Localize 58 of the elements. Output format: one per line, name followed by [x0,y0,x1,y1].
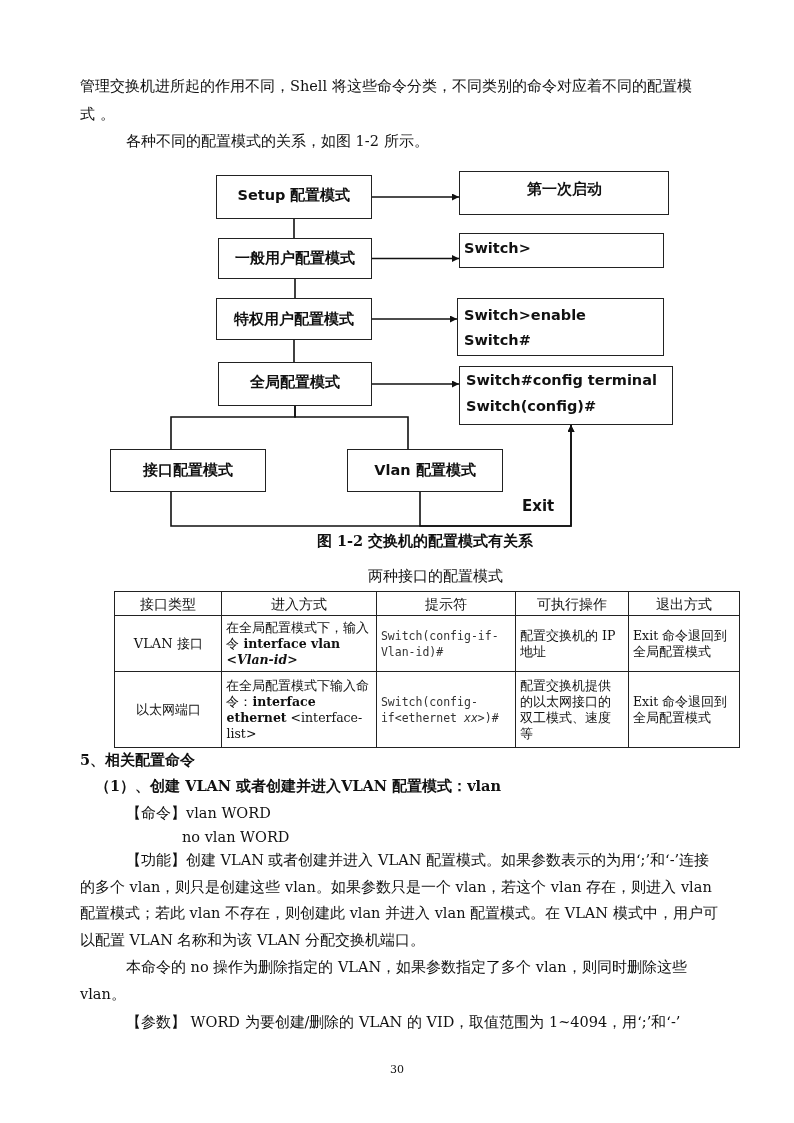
section-heading: 5、相关配置命令 [80,750,197,770]
node-text: Switch> [464,240,531,256]
table-cell: 在全局配置模式下输入命令：interface ethernet <interface-list> [221,671,377,748]
arrow [371,380,460,388]
process-box [459,233,664,268]
node-text: Vlan 配置模式 [373,461,477,480]
process-box [216,175,372,219]
node-text: 一般用户配置模式 [234,249,356,268]
table-cell: Exit 命令退回到全局配置模式 [628,615,740,672]
table-header-cell: 可执行操作 [515,591,629,616]
arrow [371,315,458,323]
table-title: 两种接口的配置模式 [366,567,504,586]
table-cell: VLAN 接口 [114,615,222,672]
connector-line [293,218,295,239]
table-cell: 配置交换机的 IP 地址 [515,615,629,672]
node-text: 接口配置模式 [142,461,234,480]
node-text: Setup 配置模式 [236,186,352,205]
paragraph: 管理交换机进所起的作用不同，Shell 将这些命令分类，不同类别的命令对应着不同的配置模式 。 [80,77,693,124]
process-box [110,449,266,492]
node-text: Switch# [464,332,531,348]
table-cell: 以太网端口 [114,671,222,748]
node-text: Switch>enable [464,307,586,323]
process-box [216,298,372,340]
paragraph: 各种不同的配置模式的关系，如图 1-2 所示。 [125,132,430,151]
paragraph: 【参数】 WORD 为要创建/删除的 VLAN 的 VID，取值范围为 1~4094，用‘;’和‘-’ [125,1013,682,1032]
process-box [347,449,503,492]
table-cell: 在全局配置模式下，输入令 interface vlan <Vlan-id> [221,615,377,672]
process-box [459,171,669,215]
arrow [371,193,460,201]
node-text: Switch(config)# [466,398,597,414]
table-cell: Exit 命令退回到全局配置模式 [628,671,740,748]
connector-line [293,339,295,363]
figure-caption: 图 1-2 交换机的配置模式有关系 [315,531,535,551]
node-text: 第一次启动 [525,180,603,199]
table-header-cell: 退出方式 [628,591,740,616]
arrow [371,255,460,262]
table-header-cell: 接口类型 [114,591,222,616]
process-box [457,298,664,356]
paragraph: 【功能】创建 VLAN 或者创建并进入 VLAN 配置模式。如果参数表示的为用‘;’和‘-’连接的多个 vlan，则只是创建这些 vlan。如果参数只是一个 vlan，若这个 vlan 存在，则进入 vlan 配置模式；若此 vlan 不存在，则创建此 vlan 并进入 vlan 配置模式。在 VLAN 模式中，用户可以配置 VLAN 名称和为该 VLAN 分配交换机端口。 [80,851,719,950]
process-box [218,238,372,279]
process-box [218,362,372,406]
table-cell: 配置交换机提供的以太网接口的双工模式、速度等 [515,671,629,748]
arrow [419,424,575,527]
command-syntax: no vlan WORD [182,828,291,847]
paragraph: 本命令的 no 操作为删除指定的 VLAN，如果参数指定了多个 vlan，则同时删除这些 vlan。 [80,958,688,1004]
table-cell: Switch(config-if-Vlan-id)# [376,615,516,672]
table-header-cell: 提示符 [376,591,516,616]
command-syntax: 【命令】vlan WORD [126,804,272,823]
node-text: 特权用户配置模式 [232,310,355,329]
page-number: 30 [389,1062,405,1078]
process-box [459,366,673,425]
connector-line [294,405,409,450]
node-text: 全局配置模式 [249,373,341,392]
connector-line [294,278,296,299]
node-text: Switch#config terminal [466,372,657,388]
table-cell: Switch(config-if<ethernet xx>)# [376,671,516,748]
subsection-heading: （1）、创建 VLAN 或者创建并进入VLAN 配置模式：vlan [95,776,502,796]
table-header-cell: 进入方式 [221,591,377,616]
